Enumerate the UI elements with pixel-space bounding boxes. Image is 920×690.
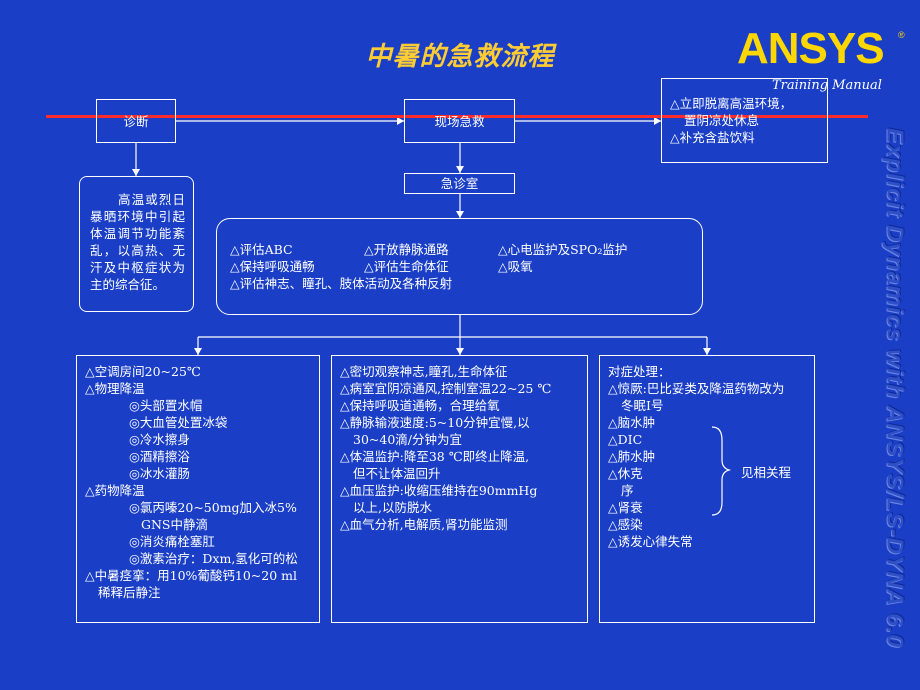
list-item: 冬眠Ⅰ号 (621, 398, 664, 413)
list-item: △病室宜阴凉通风,控制室温22~25 ℃ (340, 381, 552, 396)
list-item: △休克 (608, 466, 643, 481)
list-item: △血气分析,电解质,肾功能监测 (340, 517, 508, 532)
onsite-rescue-box: 现场急救 (404, 99, 515, 143)
list-item: △血压监护:收缩压维持在90mmHg (340, 483, 538, 498)
arrow-to-col1 (194, 348, 202, 355)
list-item: 对症处理： (608, 364, 671, 379)
brace-icon (711, 426, 732, 516)
assess-vitals: △评估生命体征 (364, 259, 449, 274)
assessment-box: △评估ABC △开放静脉通路 △心电监护及SPO₂监护 △保持呼吸通畅 △评估生… (216, 218, 703, 315)
monitoring-box: △密切观察神志,瞳孔,生命体征 △病室宜阴凉通风,控制室温22~25 ℃ △保持呼吸… (331, 355, 588, 623)
ansys-logo: ANSYS (737, 24, 885, 73)
physical-cooling-box: △空调房间20~25℃ △物理降温 ◎头部置水帽 ◎大血管处置冰袋 ◎冷水擦身 ◎酒精擦浴… (76, 355, 320, 623)
arrow-to-actions (654, 117, 661, 125)
training-manual-label: Training Manual (772, 78, 882, 93)
list-item: △肺水肿 (608, 449, 656, 464)
logo-registered-mark: ® (898, 30, 905, 40)
arrow-to-assess (456, 211, 464, 218)
assess-iv-access: △开放静脉通路 (364, 242, 449, 257)
see-related-label: 见相关程 (741, 465, 792, 480)
arrow-to-onsite (397, 117, 404, 125)
assess-neuro: △评估神志、瞳孔、肢体活动及各种反射 (230, 276, 453, 291)
list-item: △中暑痉挛：用10%葡酸钙10~20 ml (85, 568, 298, 583)
list-item: △脑水肿 (608, 415, 656, 430)
definition-box: 高温或烈日暴晒环境中引起体温调节功能紊乱，以高热、无汗及中枢症状为主的综合征。 (79, 176, 194, 312)
list-item: ◎消炎痛栓塞肛 (129, 534, 215, 549)
list-item: △药物降温 (85, 483, 145, 498)
er-box: 急诊室 (404, 173, 515, 194)
arrow-to-definition (132, 169, 140, 176)
assess-airway: △保持呼吸通畅 (230, 259, 315, 274)
list-item: △肾衰 (608, 500, 643, 515)
list-item: △空调房间20~25℃ (85, 364, 201, 379)
list-item: △密切观察神志,瞳孔,生命体征 (340, 364, 508, 379)
diagnosis-box: 诊断 (96, 99, 176, 143)
list-item: △惊厥:巴比妥类及降温药物改为 (608, 381, 785, 396)
symptomatic-treatment-box: 对症处理： △惊厥:巴比妥类及降温药物改为冬眠Ⅰ号 △脑水肿 △DIC △肺水肿 △休克序… (599, 355, 815, 623)
diagnosis-label: 诊断 (123, 113, 149, 129)
assessment-row-2: △保持呼吸通畅 △评估生命体征 △吸氧 (230, 258, 702, 275)
definition-text: 高温或烈日暴晒环境中引起体温调节功能紊乱，以高热、无汗及中枢症状为主的综合征。 (90, 192, 185, 292)
list-item: △DIC (608, 432, 643, 447)
arrow-to-er (456, 166, 464, 173)
assess-oxygen: △吸氧 (498, 259, 533, 274)
list-item: ◎大血管处置冰袋 (129, 415, 228, 430)
arrow-to-col3 (703, 348, 711, 355)
page-title: 中暑的急救流程 (365, 42, 555, 72)
list-item: GNS中静滴 (141, 517, 208, 532)
header-divider-red-line (46, 115, 868, 118)
list-item: ◎冷水擦身 (129, 432, 190, 447)
onsite-action-2: △补充含盐饮料 (670, 130, 755, 145)
list-item: ◎酒精擦浴 (129, 449, 190, 464)
list-item: 以上,以防脱水 (353, 500, 432, 515)
onsite-actions-box: △立即脱离高温环境， 置阴凉处休息 △补充含盐饮料 (661, 78, 828, 163)
onsite-action-1: △立即脱离高温环境， (670, 96, 793, 111)
list-item: △感染 (608, 517, 643, 532)
list-item: ◎冰水灌肠 (129, 466, 190, 481)
assess-ecg-spo2: △心电监护及SPO₂监护 (498, 242, 628, 257)
onsite-action-1-cont: 置阴凉处休息 (684, 113, 760, 128)
assessment-row-1: △评估ABC △开放静脉通路 △心电监护及SPO₂监护 (230, 241, 702, 258)
list-item: △物理降温 (85, 381, 145, 396)
list-item: △静脉输液速度:5~10分钟宜慢,以 (340, 415, 530, 430)
list-item: △体温监护:降至38 ℃即终止降温, (340, 449, 530, 464)
onsite-rescue-label: 现场急救 (434, 113, 485, 129)
er-label: 急诊室 (440, 176, 479, 191)
assess-abc: △评估ABC (230, 242, 293, 257)
list-item: 30~40滴/分钟为宜 (353, 432, 462, 447)
list-item: 稀释后静注 (98, 585, 161, 600)
list-item: 序 (621, 483, 634, 498)
list-item: △诱发心律失常 (608, 534, 693, 549)
list-item: 但不让体温回升 (353, 466, 441, 481)
list-item: ◎激素治疗：Dxm,氢化可的松 (129, 551, 298, 566)
list-item: ◎头部置水帽 (129, 398, 203, 413)
list-item: ◎氯丙嗪20~50mg加入冰5% (129, 500, 297, 515)
list-item: △保持呼吸道通畅，合理给氧 (340, 398, 500, 413)
arrow-to-col2 (456, 348, 464, 355)
